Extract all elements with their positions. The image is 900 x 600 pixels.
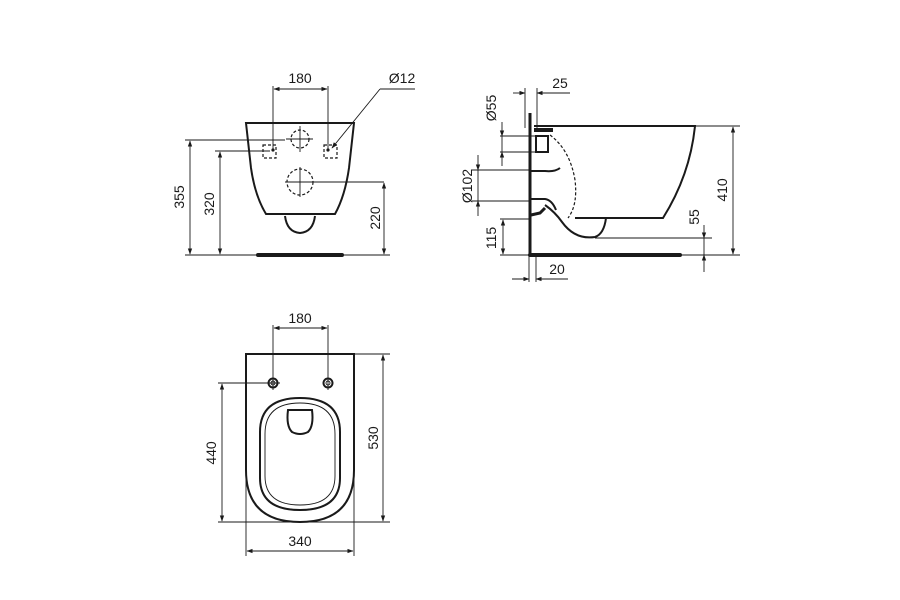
front-bowl-outline bbox=[244, 122, 356, 215]
top-dim-440: 440 bbox=[203, 441, 219, 465]
front-dim-180: 180 bbox=[288, 70, 312, 86]
side-view: 25 Ø55 Ø102 115 20 55 bbox=[459, 75, 740, 282]
top-dim-180: 180 bbox=[288, 310, 312, 326]
front-dim-320: 320 bbox=[201, 192, 217, 216]
top-rim-outline bbox=[259, 396, 341, 512]
side-dim-d55: Ø55 bbox=[483, 95, 499, 122]
front-dim-d12: Ø12 bbox=[389, 70, 416, 86]
front-dim-220: 220 bbox=[367, 206, 383, 230]
side-dim-115: 115 bbox=[483, 227, 499, 250]
fixing-hole-left bbox=[262, 144, 277, 159]
side-dim-25: 25 bbox=[552, 75, 568, 91]
side-dim-d102: Ø102 bbox=[459, 169, 475, 203]
fixing-hole-right bbox=[323, 144, 338, 159]
side-dim-20: 20 bbox=[549, 261, 565, 277]
side-dim-55: 55 bbox=[686, 209, 702, 225]
top-view: 180 440 530 340 bbox=[203, 310, 390, 556]
front-outlet-outline bbox=[284, 215, 316, 235]
front-view: 180 Ø12 355 320 220 bbox=[171, 70, 416, 257]
front-dim-355: 355 bbox=[171, 185, 187, 209]
side-bowl-outline bbox=[534, 125, 697, 219]
top-dim-530: 530 bbox=[365, 426, 381, 450]
side-dim-410: 410 bbox=[714, 178, 730, 202]
top-bowl-outline bbox=[245, 353, 355, 524]
top-dim-340: 340 bbox=[288, 533, 312, 549]
